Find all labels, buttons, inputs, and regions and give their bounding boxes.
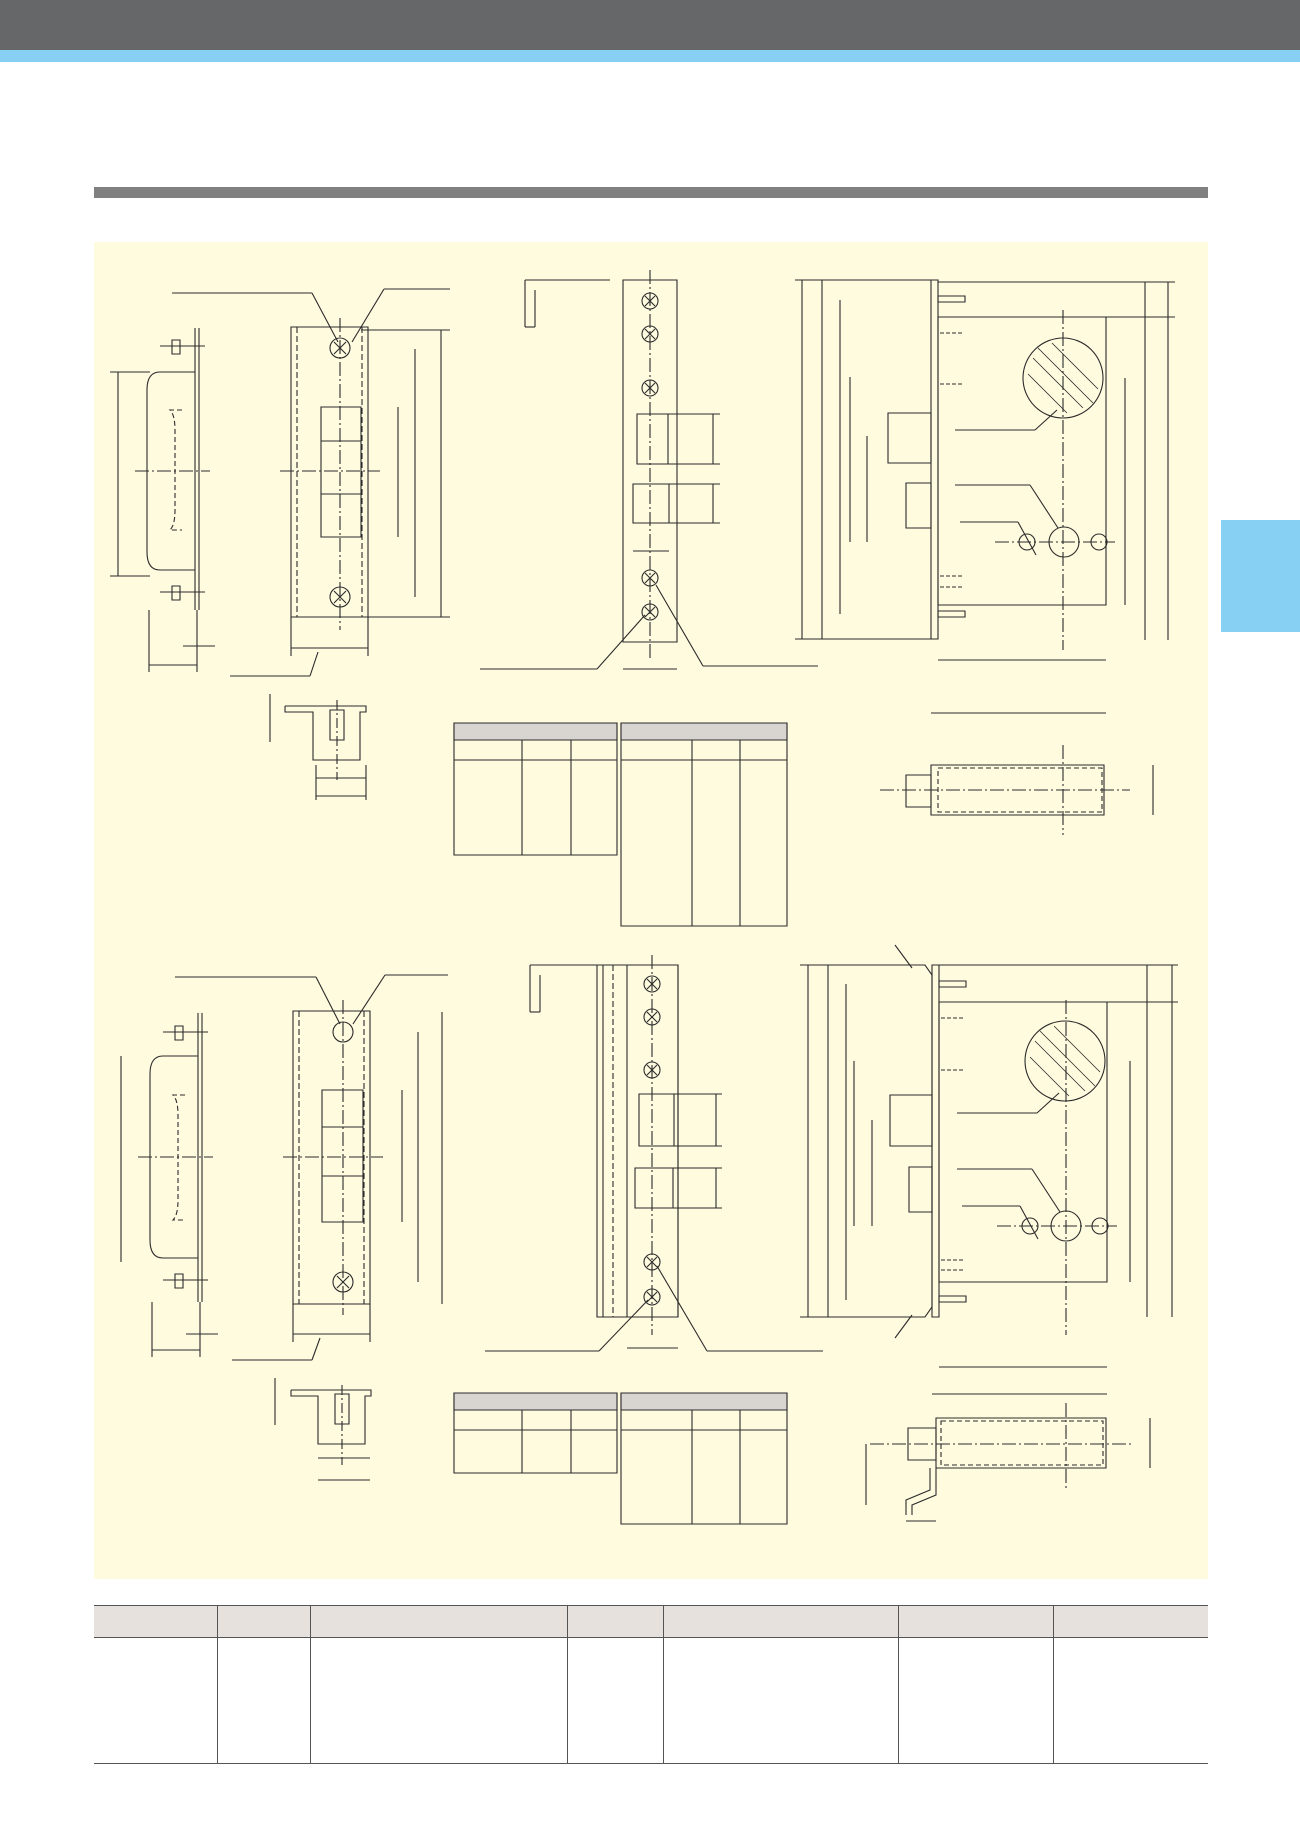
strike-plate-front-view bbox=[172, 289, 450, 676]
spec-table-row bbox=[94, 1637, 1208, 1764]
spec-cell bbox=[566, 1637, 663, 1764]
spec-cell bbox=[94, 1637, 217, 1764]
bolt-end-view-2 bbox=[866, 1403, 1150, 1521]
spec-cell bbox=[662, 1637, 898, 1764]
lower-right-table bbox=[621, 1393, 787, 1524]
strike-section-view bbox=[270, 694, 366, 800]
faceplate-front-view-2 bbox=[485, 955, 823, 1351]
spec-col-3-header bbox=[309, 1605, 567, 1638]
spec-cell bbox=[897, 1637, 1053, 1764]
spec-table-header-row bbox=[94, 1605, 1208, 1638]
faceplate-front-view bbox=[480, 270, 818, 669]
spec-col-5-header bbox=[662, 1605, 898, 1638]
upper-left-table bbox=[454, 723, 617, 855]
chapter-side-tab[interactable] bbox=[1221, 520, 1300, 632]
specification-table bbox=[94, 1605, 1208, 1764]
spec-col-6-header bbox=[897, 1605, 1053, 1638]
strike-plate-front-view-2 bbox=[175, 975, 448, 1360]
header-bar bbox=[0, 0, 1300, 50]
lock-case-view bbox=[795, 280, 1175, 713]
upper-right-table bbox=[621, 723, 787, 926]
spec-cell bbox=[216, 1637, 310, 1764]
section-title-rule bbox=[94, 187, 1208, 198]
strike-plate-side-view-2 bbox=[121, 1013, 218, 1357]
spec-cell bbox=[309, 1637, 567, 1764]
spec-col-7-header bbox=[1052, 1605, 1208, 1638]
strike-plate-side-view bbox=[110, 328, 215, 672]
strike-section-view-2 bbox=[275, 1378, 371, 1480]
bolt-end-view bbox=[880, 745, 1153, 835]
spec-col-2-header bbox=[216, 1605, 310, 1638]
lower-left-table bbox=[454, 1393, 617, 1473]
lock-case-view-2 bbox=[800, 945, 1178, 1394]
spec-col-4-header bbox=[566, 1605, 663, 1638]
spec-cell bbox=[1052, 1637, 1208, 1764]
spec-col-1-header bbox=[94, 1605, 217, 1638]
technical-drawing bbox=[94, 242, 1208, 1579]
technical-drawing-panel bbox=[94, 242, 1208, 1579]
header-accent-stripe bbox=[0, 50, 1300, 62]
